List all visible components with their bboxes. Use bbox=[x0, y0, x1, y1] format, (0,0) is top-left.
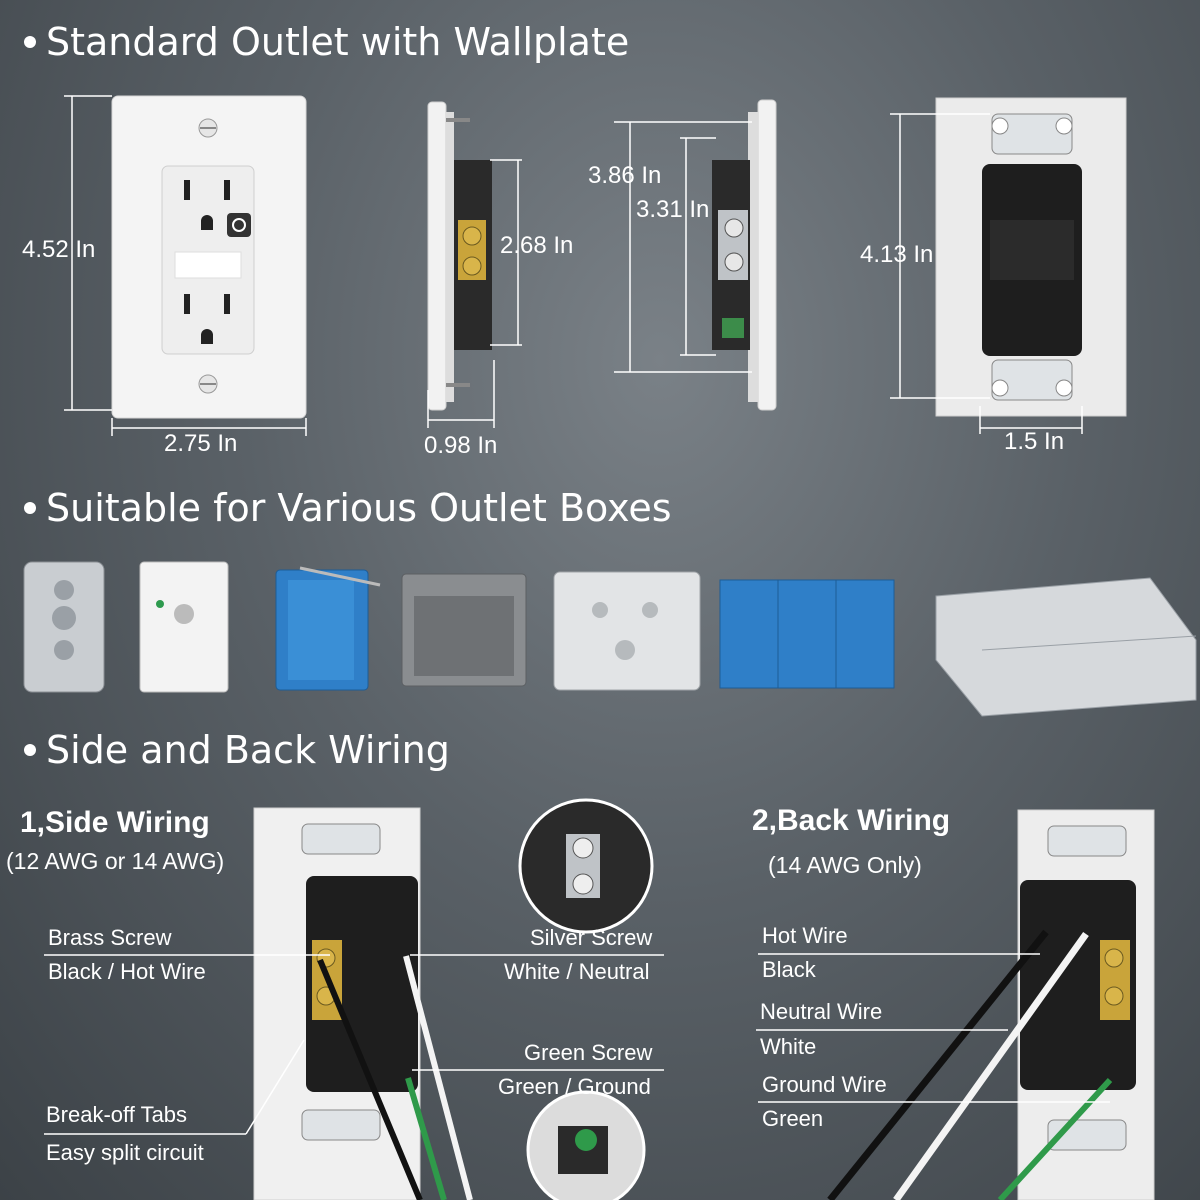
label-white-neutral: White / Neutral bbox=[504, 959, 650, 984]
bullet-icon bbox=[24, 36, 36, 48]
label-brass-screw: Brass Screw bbox=[48, 925, 172, 950]
dim-plate-height: 4.52 In bbox=[22, 236, 96, 263]
dim-inner-strap: 3.31 In bbox=[636, 196, 710, 223]
section-heading-outlet-boxes: Suitable for Various Outlet Boxes bbox=[24, 486, 672, 530]
label-white: White bbox=[760, 1034, 817, 1059]
dim-body-height: 2.68 In bbox=[500, 232, 574, 259]
green-screw-detail bbox=[526, 1090, 646, 1200]
side-view-illustration bbox=[427, 101, 492, 411]
side-wiring-leader-lines bbox=[44, 954, 664, 1135]
blue-single-gang-box bbox=[275, 566, 381, 691]
front-wallplate-illustration bbox=[111, 95, 307, 419]
section-heading-wiring: Side and Back Wiring bbox=[24, 728, 450, 772]
dimension-lines-front bbox=[64, 95, 307, 436]
side-wiring-title: 1,Side Wiring bbox=[20, 806, 210, 839]
gray-double-gang-box bbox=[401, 573, 527, 687]
silver-screw-detail bbox=[518, 798, 654, 934]
back-wiring-title: 2,Back Wiring bbox=[752, 804, 951, 837]
back-view-illustration bbox=[935, 97, 1127, 417]
side-wiring-subtitle: (12 AWG or 14 AWG) bbox=[6, 848, 225, 874]
dim-plate-width: 2.75 In bbox=[164, 430, 238, 457]
back-wiring-illustration bbox=[827, 809, 1155, 1200]
label-hot-wire: Hot Wire bbox=[762, 923, 848, 948]
label-green-screw: Green Screw bbox=[524, 1040, 653, 1065]
label-ground-wire: Ground Wire bbox=[762, 1072, 887, 1097]
section-title: Side and Back Wiring bbox=[46, 728, 450, 772]
dim-depth: 0.98 In bbox=[424, 432, 498, 459]
label-breakoff-tabs: Break-off Tabs bbox=[46, 1102, 188, 1127]
label-black-hot-wire: Black / Hot Wire bbox=[48, 959, 206, 984]
white-weatherproof-box bbox=[139, 561, 229, 693]
back-wiring-leader-lines bbox=[756, 953, 1110, 1103]
section-heading-standard-outlet: Standard Outlet with Wallplate bbox=[24, 20, 629, 64]
metal-handy-box bbox=[23, 561, 105, 693]
label-black: Black bbox=[762, 957, 816, 982]
dimension-lines-side bbox=[427, 159, 522, 428]
dim-back-height: 4.13 In bbox=[860, 241, 934, 268]
side-view-2-illustration bbox=[712, 99, 777, 411]
section-title: Standard Outlet with Wallplate bbox=[46, 20, 630, 64]
blue-triple-gang-box bbox=[719, 579, 895, 689]
bullet-icon bbox=[24, 744, 36, 756]
dimension-lines-back bbox=[890, 113, 1083, 434]
side-wiring-illustration bbox=[253, 807, 473, 1200]
label-neutral-wire: Neutral Wire bbox=[760, 999, 883, 1024]
dimension-lines-side-2 bbox=[614, 121, 752, 373]
bullet-icon bbox=[24, 502, 36, 514]
label-green-ground: Green / Ground bbox=[498, 1074, 651, 1099]
outlet-box-row bbox=[23, 561, 1197, 717]
white-metal-box bbox=[553, 571, 701, 691]
label-easy-split: Easy split circuit bbox=[46, 1140, 204, 1165]
dim-back-width: 1.5 In bbox=[1004, 428, 1065, 455]
metal-four-gang-box bbox=[935, 577, 1197, 717]
back-wiring-subtitle: (14 AWG Only) bbox=[768, 852, 922, 878]
section-title: Suitable for Various Outlet Boxes bbox=[46, 486, 672, 530]
label-green: Green bbox=[762, 1106, 824, 1131]
label-silver-screw: Silver Screw bbox=[530, 925, 653, 950]
dim-overall-strap: 3.86 In bbox=[588, 162, 662, 189]
